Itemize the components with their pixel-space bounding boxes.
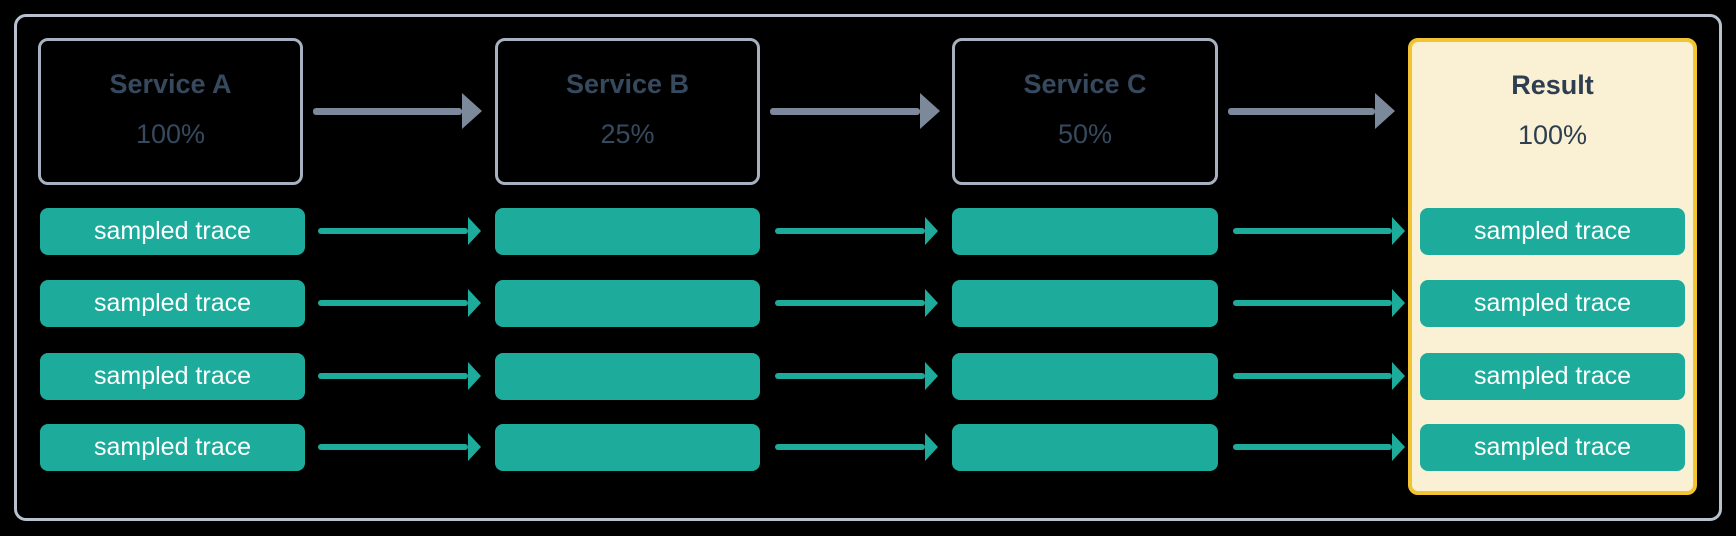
arrow-head <box>925 289 938 317</box>
flow-arrow <box>1228 93 1395 129</box>
arrow-shaft <box>318 228 468 234</box>
trace-arrow <box>1233 289 1405 317</box>
result-box: Result 100% <box>1408 38 1697 495</box>
service-a-box: Service A 100% <box>38 38 303 185</box>
trace-pill <box>952 353 1218 400</box>
trace-label: sampled trace <box>1473 433 1632 461</box>
arrow-shaft <box>775 228 925 234</box>
trace-arrow <box>1233 362 1405 390</box>
arrow-head <box>1392 362 1405 390</box>
trace-pill <box>495 424 760 471</box>
trace-label: sampled trace <box>93 433 252 461</box>
sampled-trace-pill: sampled trace <box>1420 280 1685 327</box>
trace-label: sampled trace <box>1473 217 1632 245</box>
sampled-trace-pill: sampled trace <box>1420 208 1685 255</box>
trace-arrow <box>318 289 481 317</box>
arrow-head <box>1392 433 1405 461</box>
trace-arrow <box>775 362 938 390</box>
sampled-trace-pill: sampled trace <box>1420 353 1685 400</box>
arrow-shaft <box>318 373 468 379</box>
sampling-rate: 50% <box>1057 119 1113 149</box>
arrow-head <box>1392 289 1405 317</box>
sampled-trace-pill: sampled trace <box>40 280 305 327</box>
arrow-head <box>925 217 938 245</box>
arrow-head <box>1392 217 1405 245</box>
result-rate: 100% <box>1517 120 1588 150</box>
arrow-shaft <box>1233 444 1392 450</box>
trace-arrow <box>775 289 938 317</box>
trace-pill <box>495 208 760 255</box>
result-title: Result <box>1511 70 1594 100</box>
trace-pill <box>495 353 760 400</box>
arrow-shaft <box>1228 107 1375 115</box>
arrow-shaft <box>1233 300 1392 306</box>
arrow-head <box>925 433 938 461</box>
trace-arrow <box>775 433 938 461</box>
sampled-trace-pill: sampled trace <box>40 208 305 255</box>
trace-arrow <box>318 362 481 390</box>
flow-arrow <box>770 93 940 129</box>
arrow-shaft <box>1233 373 1392 379</box>
arrow-shaft <box>318 300 468 306</box>
arrow-head <box>1375 93 1395 129</box>
trace-arrow <box>1233 433 1405 461</box>
arrow-shaft <box>318 444 468 450</box>
trace-label: sampled trace <box>93 217 252 245</box>
flow-arrow <box>313 93 482 129</box>
arrow-shaft <box>770 107 920 115</box>
service-name: Service B <box>565 69 690 99</box>
trace-arrow <box>775 217 938 245</box>
diagram-frame <box>14 14 1722 521</box>
service-b-box: Service B 25% <box>495 38 760 185</box>
arrow-head <box>925 362 938 390</box>
arrow-shaft <box>775 300 925 306</box>
service-name: Service C <box>1023 69 1147 99</box>
trace-label: sampled trace <box>93 289 252 317</box>
trace-arrow <box>1233 217 1405 245</box>
sampling-rate: 100% <box>135 119 206 149</box>
arrow-head <box>468 362 481 390</box>
arrow-head <box>468 433 481 461</box>
arrow-shaft <box>313 107 462 115</box>
trace-arrow <box>318 217 481 245</box>
sampling-rate: 25% <box>600 119 655 149</box>
trace-pill <box>952 280 1218 327</box>
arrow-shaft <box>1233 228 1392 234</box>
arrow-head <box>462 93 482 129</box>
service-name: Service A <box>109 69 232 99</box>
trace-pill <box>952 208 1218 255</box>
trace-pill <box>952 424 1218 471</box>
service-c-box: Service C 50% <box>952 38 1218 185</box>
trace-label: sampled trace <box>1473 289 1632 317</box>
arrow-head <box>920 93 940 129</box>
trace-arrow <box>318 433 481 461</box>
sampled-trace-pill: sampled trace <box>40 424 305 471</box>
arrow-shaft <box>775 444 925 450</box>
arrow-head <box>468 289 481 317</box>
arrow-head <box>468 217 481 245</box>
arrow-shaft <box>775 373 925 379</box>
sampled-trace-pill: sampled trace <box>40 353 305 400</box>
sampled-trace-pill: sampled trace <box>1420 424 1685 471</box>
trace-label: sampled trace <box>1473 362 1632 390</box>
trace-label: sampled trace <box>93 362 252 390</box>
trace-pill <box>495 280 760 327</box>
